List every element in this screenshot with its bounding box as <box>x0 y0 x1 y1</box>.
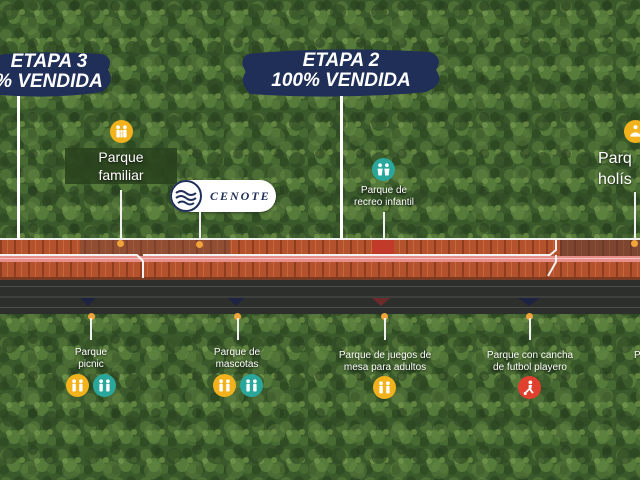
parque-picnic-line1: Parque <box>74 347 108 358</box>
parque-holistico-label: Parq holís <box>598 148 640 190</box>
cenote-label: CENOTE <box>210 188 271 203</box>
stage2-marker-line <box>340 96 343 240</box>
parque-holistico-dot <box>631 240 638 247</box>
parque-picnic-dot <box>88 313 95 320</box>
family-icon <box>213 374 236 397</box>
parque-juegos-label: Parque de juegos de mesa para adultos <box>326 350 444 374</box>
parque-futbol-tick <box>529 318 531 340</box>
soccer-icon <box>518 376 541 399</box>
children-icon <box>372 158 395 181</box>
parque-familiar-tick <box>120 190 122 240</box>
parque-mascotas-dot <box>234 313 241 320</box>
parque-infantil-tick <box>383 212 385 240</box>
parque-holistico-line2: holís <box>598 171 632 188</box>
family-icon <box>93 374 116 397</box>
parque-futbol-line1: Parque con cancha <box>486 350 574 361</box>
family-icon <box>373 376 396 399</box>
parque-infantil-label: Parque de recreo infantil <box>330 185 438 209</box>
parque-edge-label: P <box>634 350 640 362</box>
parque-juegos-line2: mesa para adultos <box>343 362 427 373</box>
parque-juegos-dot <box>381 313 388 320</box>
stage3-status: % VENDIDA <box>0 71 103 92</box>
parque-mascotas-line2: mascotas <box>215 359 259 370</box>
stage3-title: ETAPA 3 <box>10 51 88 72</box>
family-icon <box>240 374 263 397</box>
parque-edge-line1: P <box>634 350 640 361</box>
parque-mascotas-line1: Parque de <box>213 347 261 358</box>
stage2-label: ETAPA 2 100% VENDIDA <box>246 51 436 91</box>
stage3-banner-brush <box>0 52 111 97</box>
stage2-banner-brush <box>242 49 440 97</box>
parque-familiar-label: Parque familiar <box>65 148 177 184</box>
parque-familiar-line2: familiar <box>98 167 144 183</box>
stage3-marker-line <box>17 96 20 240</box>
parque-holistico-line1: Parq <box>598 150 632 167</box>
parque-infantil-line1: Parque de <box>360 185 408 196</box>
parque-familiar-dot <box>117 240 124 247</box>
parque-futbol-line2: de futbol playero <box>493 362 567 373</box>
family-icon <box>110 120 133 143</box>
parque-picnic-line2: picnic <box>78 359 104 370</box>
parque-futbol-label: Parque con cancha de futbol playero <box>478 350 582 374</box>
parque-futbol-dot <box>526 313 533 320</box>
parque-juegos-tick <box>384 318 386 340</box>
cenote-dot <box>196 241 203 248</box>
cenote-badge[interactable]: CENOTE <box>170 180 276 212</box>
parque-infantil-line2: recreo infantil <box>353 197 415 208</box>
family-icon <box>66 374 89 397</box>
stage3-label: ETAPA 3 % VENDIDA <box>0 52 108 92</box>
stage2-status: 100% VENDIDA <box>271 70 411 91</box>
parque-picnic-tick <box>90 318 92 340</box>
cenote-tick <box>199 212 201 240</box>
meditation-icon <box>624 120 640 143</box>
stage2-title: ETAPA 2 <box>302 50 380 71</box>
parque-mascotas-tick <box>237 318 239 340</box>
parque-holistico-tick <box>634 192 636 240</box>
parque-picnic-label: Parque picnic <box>58 347 124 371</box>
parque-juegos-line1: Parque de juegos de <box>338 350 432 361</box>
parque-mascotas-label: Parque de mascotas <box>200 347 274 371</box>
parque-familiar-line1: Parque <box>98 149 144 165</box>
parque-familiar-box <box>65 148 177 184</box>
cenote-water-icon <box>170 180 202 212</box>
